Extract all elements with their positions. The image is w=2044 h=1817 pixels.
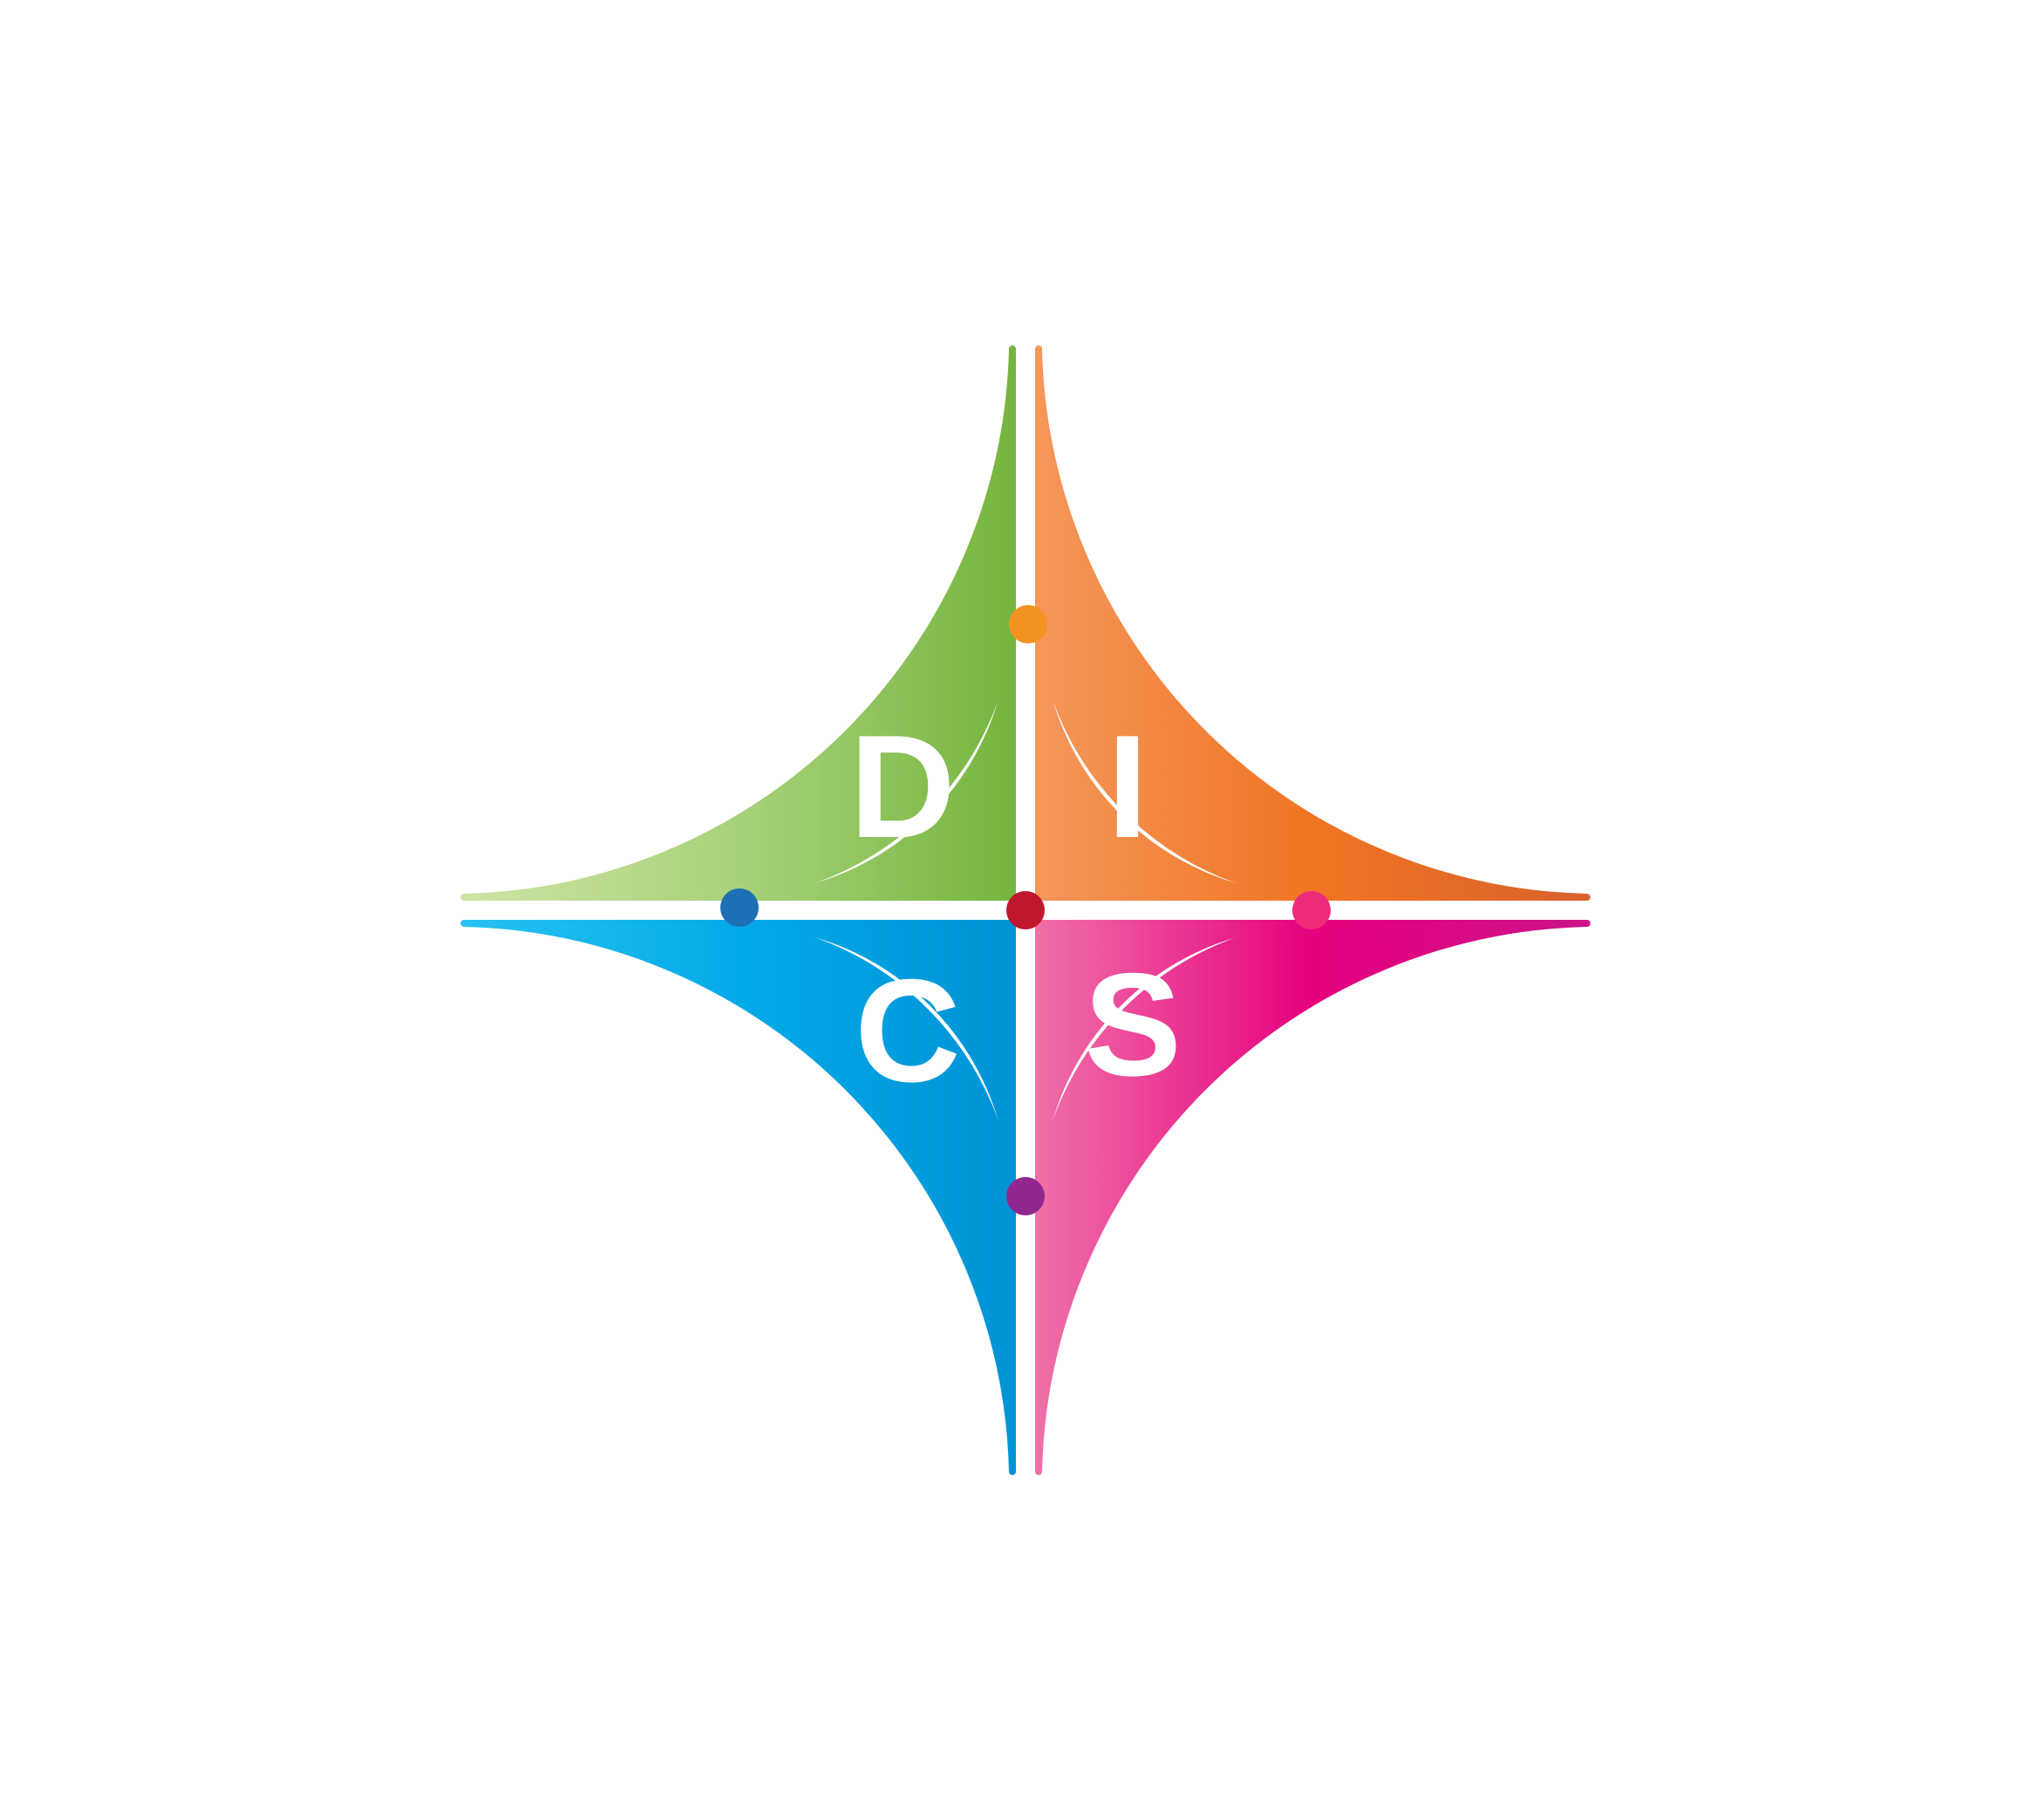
- dot-left: [720, 888, 759, 927]
- influence-title: INFLUENCE: [1090, 484, 1282, 530]
- dominance-trait: Lãnh đạo: [572, 636, 703, 671]
- compliance-subtitle: (Tận tâm): [801, 1271, 968, 1314]
- dominance-outer-segment: [460, 345, 1016, 901]
- quadrant-compliance: Cẩn thận Chi tiết Quy tắc Có hệ thống (T…: [460, 920, 1016, 1475]
- quadrant-steadiness: Ổn định Kiên nhẫn Có trách nhiệm (Kiên đ…: [1035, 920, 1591, 1475]
- compliance-trait: Có hệ thống: [565, 1153, 736, 1189]
- compliance-trait: Chi tiết: [565, 1080, 663, 1116]
- dominance-letter: D: [849, 704, 955, 868]
- influence-trait: Nhiệt tình: [1341, 672, 1475, 708]
- influence-outer-segment: [1035, 345, 1591, 901]
- influence-subtitle: (Ảnh hưởng): [1091, 425, 1311, 469]
- steadiness-outer-segment: [1035, 920, 1591, 1475]
- steadiness-trait: Kiên nhẫn: [1353, 1099, 1495, 1134]
- influence-letter: I: [1107, 704, 1148, 868]
- compliance-title: COMPLIANCE: [720, 1329, 968, 1375]
- steadiness-title: STEADINESS: [1090, 1329, 1296, 1375]
- dominance-trait: Tự Tin: [572, 672, 663, 708]
- dot-center: [1006, 891, 1045, 929]
- dominance-inner-segment: [748, 633, 1016, 901]
- dot-bottom: [1006, 1177, 1045, 1215]
- compliance-trait: Quy tắc: [565, 1117, 673, 1153]
- dominance-subtitle: (Thủ lĩnh): [787, 426, 950, 469]
- steadiness-inner-segment: [1035, 920, 1303, 1188]
- dominance-trait: Quyết Đoán: [572, 709, 739, 745]
- compliance-letter: C: [855, 949, 960, 1113]
- dot-right: [1292, 891, 1331, 929]
- quadrant-influence: (Ảnh hưởng) INFLUENCE Thích làm việc nhó…: [1035, 345, 1591, 901]
- steadiness-trait: Có trách nhiệm: [1282, 1135, 1495, 1171]
- steadiness-letter: S: [1084, 943, 1182, 1106]
- influence-trait: Hướng ngoại: [1291, 636, 1475, 671]
- compliance-outer-segment: [460, 920, 1016, 1475]
- dominance-trait: Quan tâm hiệu quả: [572, 599, 840, 635]
- quadrant-dominance: (Thủ lĩnh) DOMINANCE Quan tâm hiệu quả L…: [460, 345, 1016, 901]
- steadiness-trait: Ổn định: [1385, 1060, 1495, 1098]
- influence-trait: Thích làm việc nhóm: [1186, 599, 1475, 635]
- dot-top: [1009, 605, 1047, 643]
- steadiness-subtitle: (Kiên định): [1102, 1271, 1288, 1314]
- dominance-title: DOMINANCE: [720, 484, 954, 530]
- compliance-trait: Cẩn thận: [565, 1044, 692, 1079]
- compliance-inner-segment: [748, 920, 1016, 1188]
- influence-inner-segment: [1035, 633, 1303, 901]
